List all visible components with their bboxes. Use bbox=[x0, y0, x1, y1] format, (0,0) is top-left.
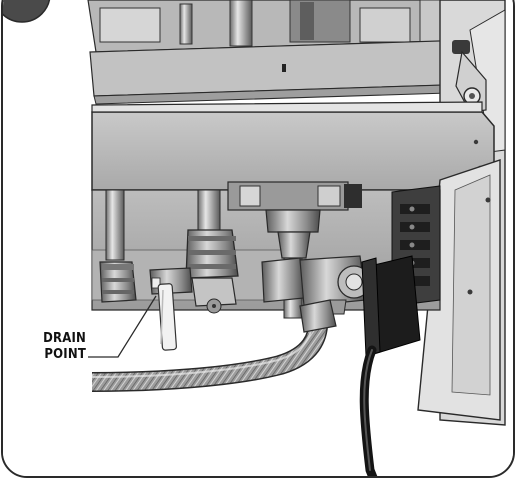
callout-line-2: POINT bbox=[44, 347, 86, 362]
valve-block bbox=[227, 181, 371, 319]
control-box bbox=[361, 255, 421, 357]
corner-badge bbox=[3, 0, 51, 23]
drain-point-leader-line bbox=[88, 295, 157, 358]
hinge-knob-icon bbox=[452, 40, 487, 113]
left-pipe bbox=[99, 189, 137, 303]
center-pipe bbox=[185, 189, 239, 314]
drain-point-callout: DRAIN POINT bbox=[6, 331, 86, 363]
drain-cock bbox=[149, 267, 193, 351]
braided-hose bbox=[91, 299, 337, 392]
callout-line-1: DRAIN bbox=[43, 331, 86, 346]
